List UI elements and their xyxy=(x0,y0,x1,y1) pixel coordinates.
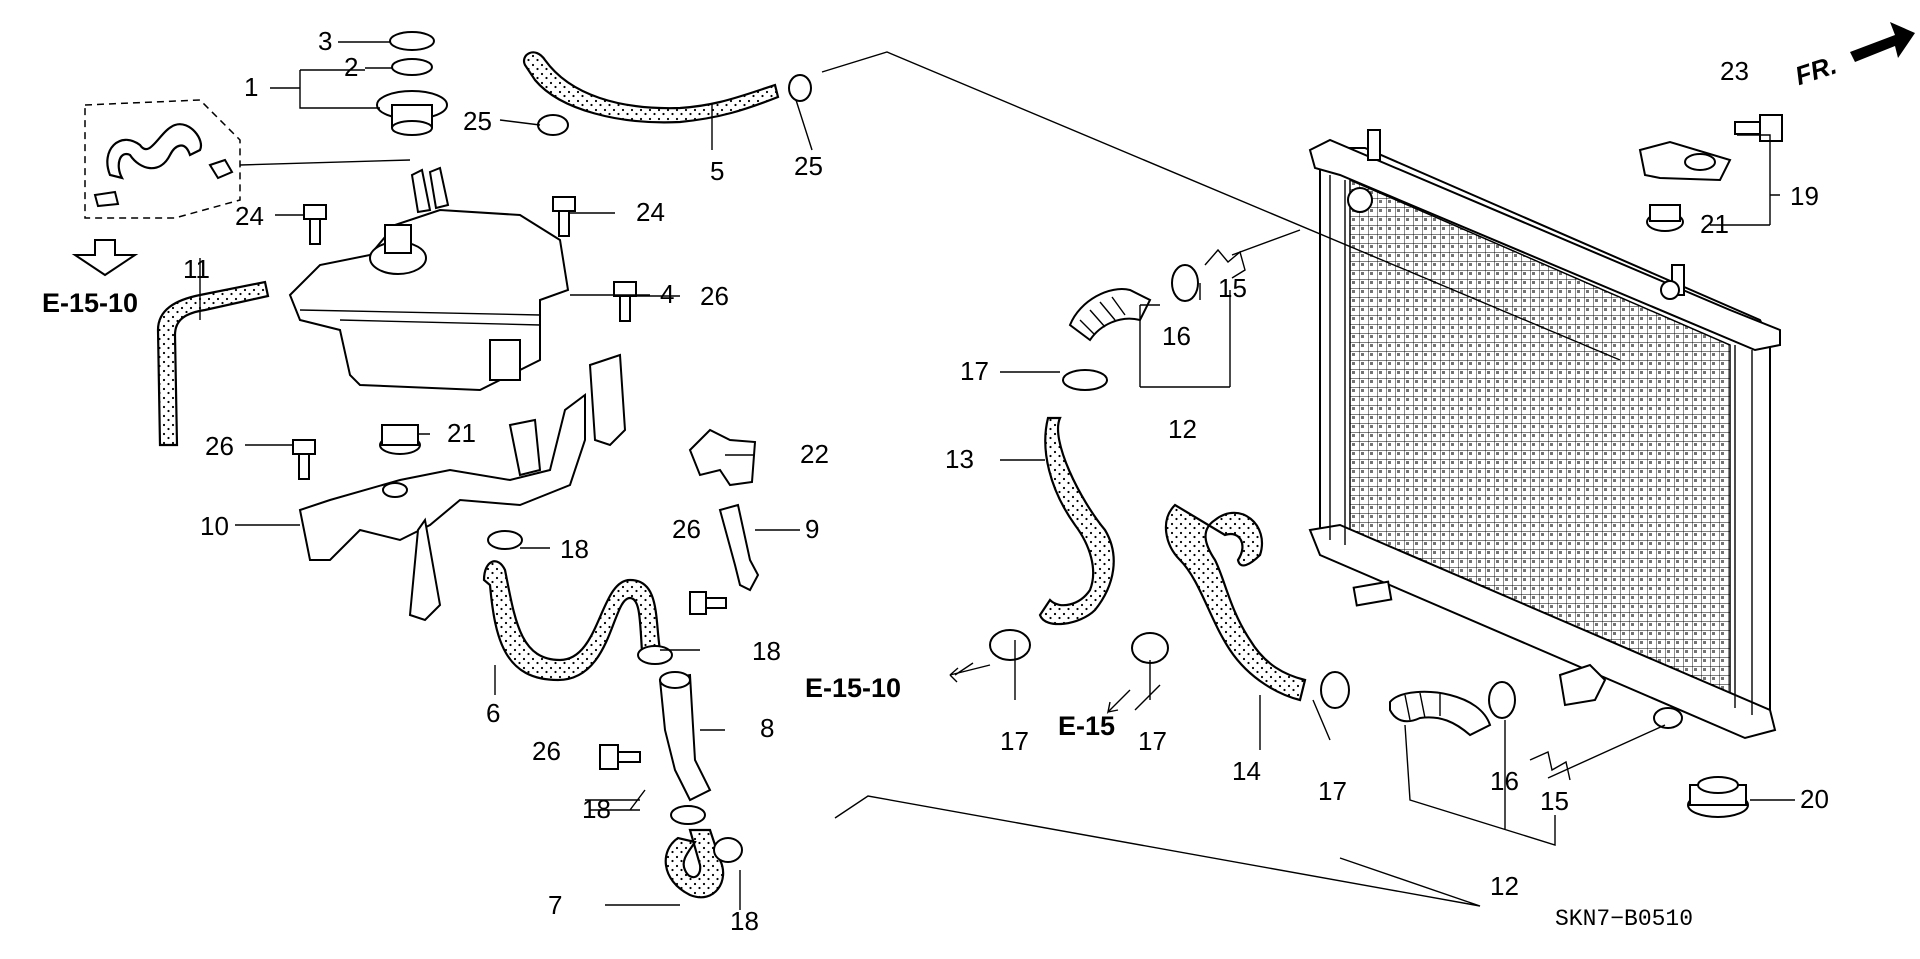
callout-10: 10 xyxy=(200,511,229,541)
bolt-24-right xyxy=(552,196,576,237)
callout-17-d: 17 xyxy=(1318,776,1347,806)
callout-20: 20 xyxy=(1800,784,1829,814)
radiator xyxy=(1308,129,1781,740)
bracket-19 xyxy=(1638,140,1732,182)
leader-lines xyxy=(821,51,1666,907)
callout-18-b: 18 xyxy=(752,636,781,666)
callout-5: 5 xyxy=(710,156,724,186)
callout-26-d: 26 xyxy=(532,736,561,766)
hose-connector-upper xyxy=(1068,288,1152,342)
clamp-17-c xyxy=(1131,632,1169,664)
clamp-17-b xyxy=(989,629,1031,661)
callout-25-left: 25 xyxy=(463,106,492,136)
callout-26-c: 26 xyxy=(672,514,701,544)
callout-8: 8 xyxy=(760,713,774,743)
callout-17-b: 17 xyxy=(1000,726,1029,756)
joint-8 xyxy=(658,671,712,802)
callout-21-top: 21 xyxy=(1700,209,1729,239)
front-direction-label: FR. xyxy=(1791,50,1840,91)
ref-arrow-e15-10-top xyxy=(71,239,139,277)
bolt-26-d xyxy=(599,744,641,770)
bolt-26-a xyxy=(613,281,637,322)
clamp-18-d xyxy=(713,837,743,863)
hose-7 xyxy=(664,828,725,899)
callout-24-left: 24 xyxy=(235,201,264,231)
clamp-25-b xyxy=(788,74,812,102)
clip-15-lower xyxy=(1529,751,1571,781)
hose-13 xyxy=(1038,416,1115,626)
grommet-21-top xyxy=(1646,204,1684,232)
callout-25-right: 25 xyxy=(794,151,823,181)
callout-19: 19 xyxy=(1790,181,1819,211)
bolt-23 xyxy=(1734,114,1783,142)
clamp-18-c xyxy=(670,805,706,825)
callout-6: 6 xyxy=(486,698,500,728)
callout-26-a: 26 xyxy=(700,281,729,311)
diagram-code: SKN7−B0510 xyxy=(1555,906,1693,932)
callout-7: 7 xyxy=(548,890,562,920)
clip-15-upper xyxy=(1204,248,1246,279)
callout-16-lower: 16 xyxy=(1490,766,1519,796)
callout-18-a: 18 xyxy=(560,534,589,564)
clamp-17-d xyxy=(1320,671,1350,709)
callout-17-a: 17 xyxy=(960,356,989,386)
clamp-18-a xyxy=(487,530,523,550)
reserve-tank xyxy=(288,166,570,392)
callout-26-b: 26 xyxy=(205,431,234,461)
reserve-tank-cap xyxy=(376,90,448,136)
clamp-25-a xyxy=(537,114,569,136)
cap-gasket-2 xyxy=(391,58,433,76)
grommet-21-mid xyxy=(379,424,421,455)
ref-e15-10-top: E-15-10 xyxy=(42,288,138,318)
grommet-20 xyxy=(1687,776,1749,818)
ref-e15-10-mid: E-15-10 xyxy=(805,673,901,703)
inset-box xyxy=(84,99,241,219)
callout-2: 2 xyxy=(344,52,358,82)
callout-23: 23 xyxy=(1720,56,1749,86)
callout-12-upper: 12 xyxy=(1168,414,1197,444)
bolt-24-left xyxy=(303,204,327,245)
callout-3: 3 xyxy=(318,26,332,56)
clamp-17-a xyxy=(1062,369,1108,391)
hose-11 xyxy=(156,280,270,447)
callout-leaders xyxy=(199,41,1795,910)
callout-22: 22 xyxy=(800,439,829,469)
front-direction-arrow xyxy=(1850,22,1915,62)
tank-bracket xyxy=(298,353,627,622)
o-ring-16-upper xyxy=(1171,264,1199,302)
clamp-18-b xyxy=(637,645,673,665)
callout-4: 4 xyxy=(660,279,674,309)
callout-12-lower: 12 xyxy=(1490,871,1519,901)
o-ring-16-lower xyxy=(1488,681,1516,719)
callout-13: 13 xyxy=(945,444,974,474)
bracket-9 xyxy=(718,503,760,592)
ref-arrow-e15-10-mid xyxy=(949,664,991,683)
callout-14: 14 xyxy=(1232,756,1261,786)
cap-gasket-3 xyxy=(389,31,435,51)
callout-18-c: 18 xyxy=(582,794,611,824)
callout-16-upper: 16 xyxy=(1162,321,1191,351)
callout-18-d: 18 xyxy=(730,906,759,936)
hose-6 xyxy=(482,560,662,682)
callout-11: 11 xyxy=(183,254,210,284)
hose-5 xyxy=(522,51,780,124)
bolt-26-b xyxy=(292,439,316,480)
clip-22 xyxy=(688,428,757,487)
callout-21-mid: 21 xyxy=(447,418,476,448)
hose-14 xyxy=(1164,503,1307,702)
ref-arrow-e15 xyxy=(1106,689,1131,715)
inset-hose-icon xyxy=(106,123,203,180)
callout-1: 1 xyxy=(244,72,258,102)
ref-e15: E-15 xyxy=(1058,711,1115,741)
callout-15-upper: 15 xyxy=(1218,273,1247,303)
inset-clamp-icon xyxy=(208,158,234,180)
callout-9: 9 xyxy=(805,514,819,544)
callout-17-c: 17 xyxy=(1138,726,1167,756)
bolt-26-c xyxy=(689,591,727,615)
hose-connector-lower xyxy=(1389,690,1492,737)
callout-24-right: 24 xyxy=(636,197,665,227)
callout-15-lower: 15 xyxy=(1540,786,1569,816)
